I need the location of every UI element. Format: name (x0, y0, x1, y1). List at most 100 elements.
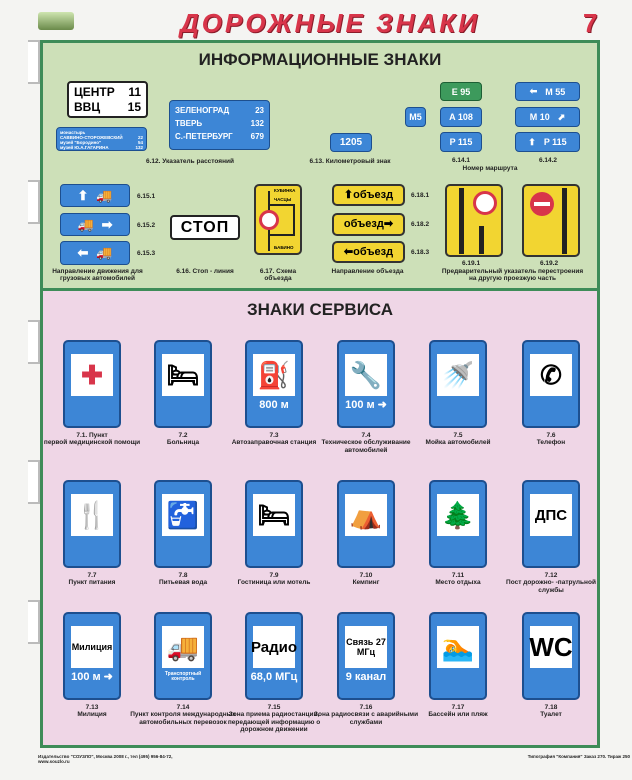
binding-ring (28, 40, 40, 84)
bus-logo-icon (38, 12, 74, 30)
arrow-left-icon: ⬅ (77, 245, 89, 260)
service-sign: WC (522, 612, 580, 700)
no-entry-circle-icon (259, 210, 279, 230)
sign-text: M 55 (545, 86, 566, 97)
arrow-right-icon: ➡ (383, 218, 394, 230)
sign-6-14-2-up: ⬆P 115 (515, 132, 580, 152)
fork-knife-icon: 🍴 (71, 494, 113, 536)
no-entry-circle-icon (473, 191, 497, 215)
caption-6-19: Предварительный указатель перестроения н… (441, 268, 584, 283)
sign-text: объезд (353, 246, 394, 258)
binding-ring (28, 600, 40, 644)
service-sign: 🚚 Транспортный контроль (154, 612, 212, 700)
lane-line (479, 226, 484, 254)
sign-label: первой медицинской помощи (43, 439, 141, 447)
sign-label: Место отдыха (435, 579, 481, 587)
bed-icon: 🛏 (253, 494, 295, 536)
sign-number: 7.11 (451, 572, 465, 579)
caption-6-14-2: 6.14.2 (538, 157, 558, 164)
info-heading: ИНФОРМАЦИОННЫЕ ЗНАКИ (198, 50, 442, 69)
sign-number: 7.10 (359, 572, 373, 579)
red-cross-icon: ✚ (71, 354, 113, 396)
service-sign: 🌲 (429, 480, 487, 568)
sign-label: Больница (166, 439, 200, 447)
service-heading: ЗНАКИ СЕРВИСА (246, 300, 394, 319)
service-sign: ✚ (63, 340, 121, 428)
sign-number: 7.3 (269, 432, 279, 439)
bed-cross-icon: 🛏 (162, 354, 204, 396)
lane-line (459, 188, 464, 254)
sign-m5: M5 (405, 107, 426, 127)
sign-number: 7.6 (546, 432, 556, 439)
sign-6-15-1: ⬆🚚 (60, 184, 130, 207)
sign-label: Мойка автомобилей (425, 439, 491, 447)
sign-label: Пункт контроля международных автомобильн… (130, 711, 236, 726)
sign-text: 132 (135, 145, 143, 150)
sign-label: Туалет (540, 711, 562, 719)
sign-text: 54 (137, 140, 143, 145)
sign-number: 7.8 (178, 572, 188, 579)
sign-6-14-2-left: ⬅M 55 (515, 82, 580, 101)
radio-text-icon: Радио (251, 626, 297, 668)
service-sign: ⛽ 800 м (245, 340, 303, 428)
service-sign: 🛏 (245, 480, 303, 568)
sign-number: 7.7 (87, 572, 97, 579)
sign-text: музей Ю.А.ГАГАРИНА (60, 145, 109, 150)
sign-plate-text: 800 м (259, 399, 289, 411)
fuel-pump-icon: ⛽ (253, 354, 295, 396)
label-6-19-1: 6.19.1 (462, 260, 481, 267)
sign-number: 7.4 (361, 432, 371, 439)
label-6-15-2: 6.15.2 (137, 222, 156, 229)
binding-ring (28, 180, 40, 224)
service-sign: 🔧100 м ➜ (337, 340, 395, 428)
sign-text: ТВЕРЬ (175, 119, 203, 128)
sign-label: Зона приема радиостанции, передающей инф… (227, 711, 321, 734)
sign-number: 7.12 (544, 572, 558, 579)
caption-6-14-1: 6.14.1 (451, 157, 471, 164)
sign-number: 7.2 (178, 432, 188, 439)
caption-route-number: Номер маршрута (462, 165, 518, 172)
service-sign: 🚿 (429, 340, 487, 428)
sign-6-15-3: ⬅🚚 (60, 241, 130, 265)
sign-label: Телефон (536, 439, 566, 447)
service-sign: 🍴 (63, 480, 121, 568)
sign-e95: E 95 (440, 82, 482, 101)
label-6-18-3: 6.18.3 (411, 249, 430, 256)
sign-text: 132 (250, 119, 264, 128)
sign-text: ВВЦ (74, 100, 101, 114)
service-sign: ✆ (522, 340, 580, 428)
tent-icon: ⛺ (345, 494, 387, 536)
sign-label: Гостиница или мотель (237, 579, 311, 587)
arrow-right-icon: ➡ (101, 216, 113, 232)
truck-bus-icon: 🚚 (162, 626, 204, 668)
sign-text: музей "Бородино" (60, 140, 102, 145)
sign-number: 7.1. Пункт (76, 432, 108, 439)
sign-6-18-1: ⬆объезд (332, 184, 405, 206)
swimmer-icon: 🏊 (437, 626, 479, 668)
arrow-up-right-icon: ⬈ (557, 111, 566, 122)
caption-6-18: Направление объезда (331, 268, 404, 275)
sign-6-16-stop: СТОП (170, 215, 240, 240)
sign-number: 7.18 (544, 704, 558, 711)
caption-6-15: Направление движения для грузовых автомо… (52, 268, 143, 283)
detour-line (269, 204, 295, 236)
sign-p115: P 115 (440, 132, 482, 152)
sign-plate-text: Транспортный контроль (164, 671, 202, 683)
service-sign: ⛺ (337, 480, 395, 568)
service-sign: ДПС (522, 480, 580, 568)
sign-plate-text: 68,0 МГц (250, 671, 298, 683)
sign-6-18-2: объезд➡ (332, 213, 405, 236)
label-6-15-1: 6.15.1 (137, 193, 156, 200)
